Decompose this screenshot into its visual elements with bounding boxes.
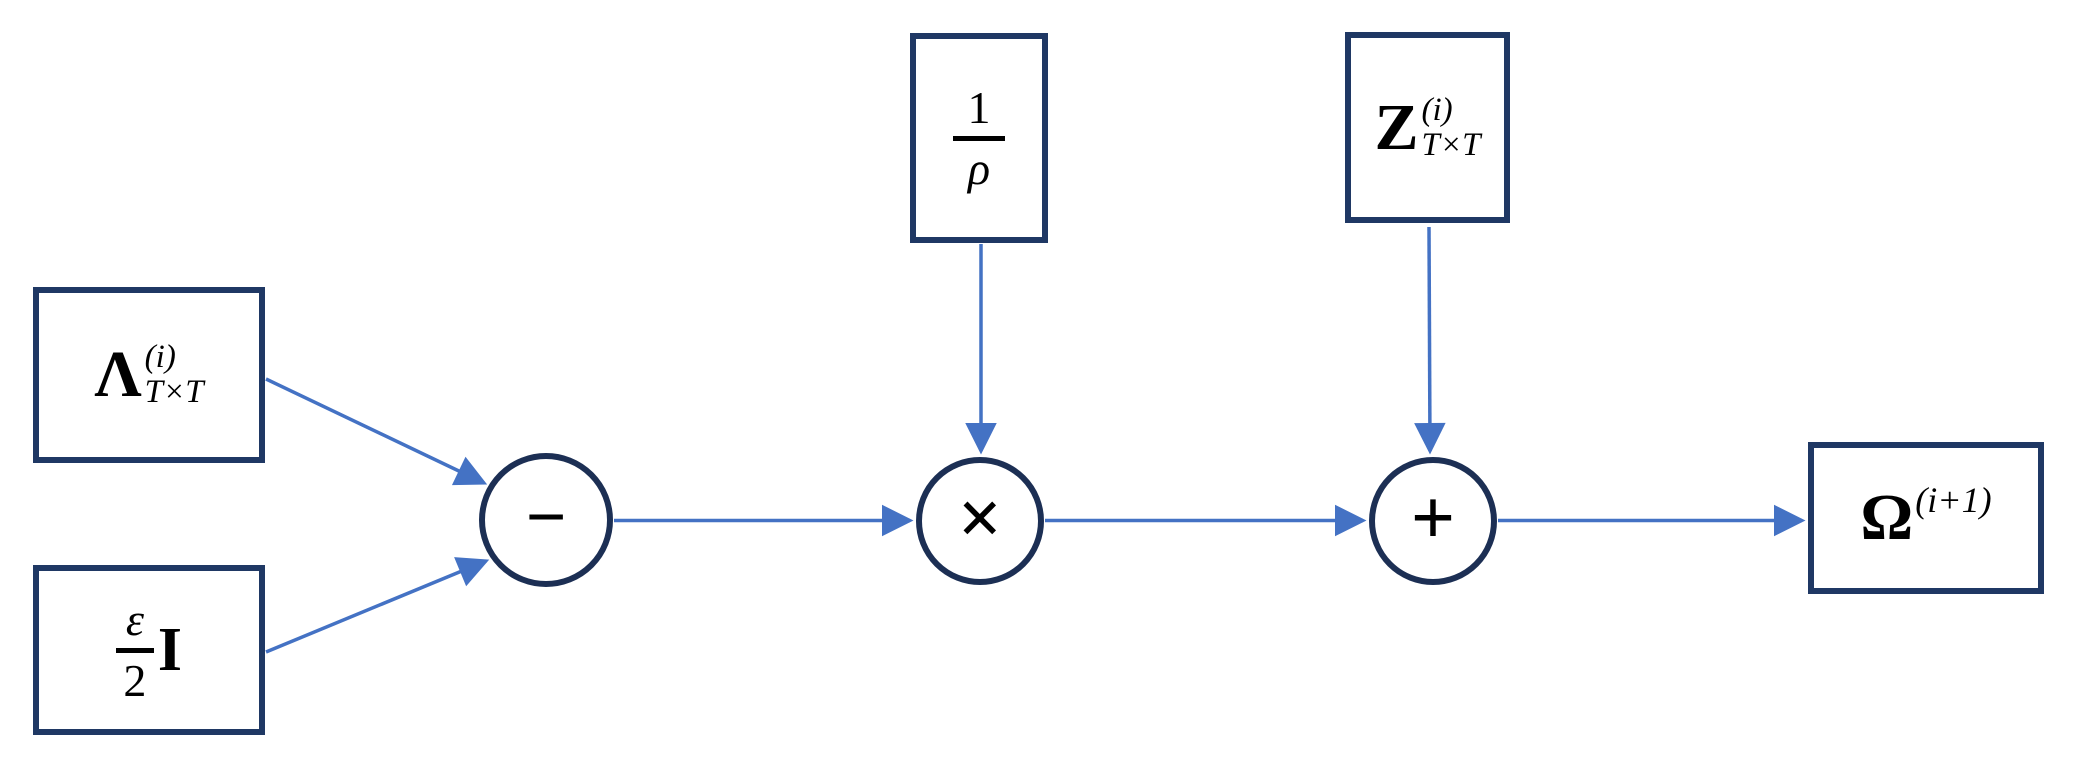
- rho-numerator: 1: [967, 81, 991, 133]
- minus-operator-icon: −: [525, 477, 567, 557]
- fraction-bar: [115, 647, 154, 653]
- multiply-operator-node: ×: [916, 457, 1044, 585]
- rho-fraction: 1 ρ: [953, 81, 1005, 194]
- epsilon-fraction: ε 2: [115, 593, 154, 706]
- z-scripts: (i) T×T: [1422, 93, 1481, 162]
- add-operator-node: +: [1369, 457, 1497, 585]
- arrow-z-to-plus: [1414, 226, 1446, 455]
- times-operator-icon: ×: [957, 474, 1003, 561]
- node-z-input: Z (i) T×T: [1345, 32, 1510, 223]
- omega-symbol: Ω: [1860, 481, 1914, 554]
- lambda-scripts: (i) T×T: [145, 340, 204, 409]
- plus-operator-icon: +: [1410, 474, 1456, 561]
- z-symbol: Z: [1374, 90, 1419, 164]
- epsilon-expression: ε 2 I: [115, 593, 183, 706]
- arrow-epsilon-to-minus: [265, 557, 490, 654]
- lambda-symbol: Λ: [94, 338, 142, 411]
- lambda-superscript: (i): [144, 339, 176, 376]
- epsilon-denominator: 2: [123, 654, 147, 706]
- omega-expression: Ω (i+1): [1860, 480, 1992, 554]
- lambda-expression: Λ (i) T×T: [94, 340, 203, 409]
- identity-matrix-symbol: I: [157, 616, 183, 684]
- arrow-lambda-to-minus: [265, 377, 488, 486]
- node-omega-output: Ω (i+1): [1808, 442, 2044, 594]
- z-expression: Z (i) T×T: [1374, 93, 1480, 162]
- lambda-subscript: T×T: [144, 374, 204, 410]
- fraction-bar: [953, 135, 1005, 141]
- z-subscript: T×T: [1421, 126, 1481, 163]
- rho-denominator: ρ: [967, 142, 991, 194]
- subtract-operator-node: −: [479, 453, 613, 587]
- node-inverse-rho: 1 ρ: [910, 33, 1048, 243]
- omega-superscript: (i+1): [1915, 480, 1992, 520]
- node-epsilon-identity-input: ε 2 I: [33, 565, 265, 735]
- node-lambda-input: Λ (i) T×T: [33, 287, 265, 463]
- z-superscript: (i): [1421, 91, 1453, 128]
- epsilon-numerator: ε: [125, 593, 144, 645]
